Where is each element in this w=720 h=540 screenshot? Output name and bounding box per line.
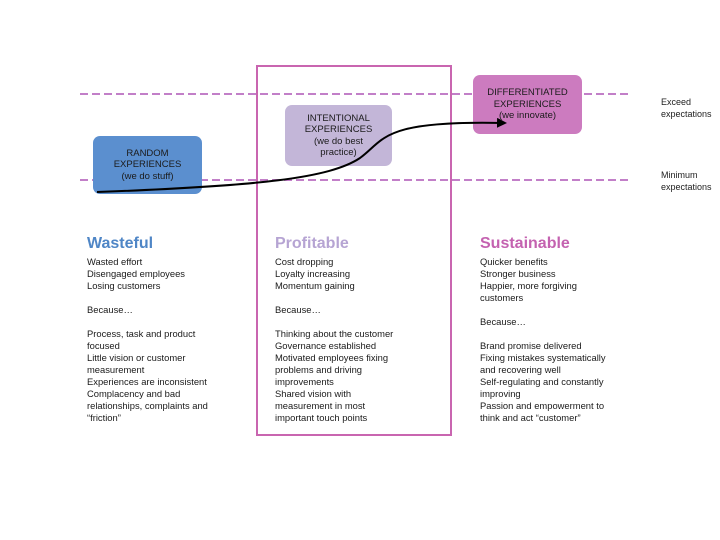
text-line: Shared vision with: [275, 388, 352, 399]
text-line: Loyalty increasing: [275, 268, 351, 279]
text-line: Fixing mistakes systematically: [480, 352, 606, 363]
sustainable-heading: Sustainable: [480, 235, 570, 252]
text-line: Because…: [480, 316, 526, 327]
intentional-experiences-box: INTENTIONAL EXPERIENCES (we do best prac…: [285, 105, 392, 166]
text-line: Quicker benefits: [480, 256, 548, 267]
text-line: Disengaged employees: [87, 268, 185, 279]
blank-line: [87, 316, 237, 328]
text-line: improving: [480, 388, 521, 399]
text-line: Little vision or customer: [87, 352, 186, 363]
text-line: “friction”: [87, 412, 121, 423]
text-line: important touch points: [275, 412, 368, 423]
text-line: and recovering well: [480, 364, 561, 375]
text-line: Complacency and bad: [87, 388, 181, 399]
text-line: relationships, complaints and: [87, 400, 208, 411]
text-line: think and act “customer”: [480, 412, 581, 423]
text-line: customers: [480, 292, 524, 303]
random-experiences-box: RANDOM EXPERIENCES (we do stuff): [93, 136, 202, 194]
progression-arrow: [96, 117, 507, 193]
text-line: focused: [87, 340, 120, 351]
blank-line: [275, 316, 425, 328]
blank-line: [480, 304, 630, 316]
text-line: Cost dropping: [275, 256, 334, 267]
text-line: Experiences are inconsistent: [87, 376, 207, 387]
text-line: measurement: [87, 364, 145, 375]
text-line: problems and driving: [275, 364, 363, 375]
profitable-heading: Profitable: [275, 235, 349, 252]
text-line: Because…: [275, 304, 321, 315]
differentiated-experiences-box: DIFFERENTIATED EXPERIENCES (we innovate): [473, 75, 582, 134]
text-line: Governance established: [275, 340, 377, 351]
text-line: Because…: [87, 304, 133, 315]
blank-line: [275, 292, 425, 304]
text-line: Wasted effort: [87, 256, 143, 267]
text-line: Self-regulating and constantly: [480, 376, 604, 387]
blank-line: [87, 292, 237, 304]
text-line: measurement in most: [275, 400, 366, 411]
exceed-expectations-label: Exceed expectations: [661, 97, 712, 119]
profitable-highlight-frame: [256, 65, 452, 436]
blank-line: [480, 328, 630, 340]
text-line: Happier, more forgiving: [480, 280, 577, 291]
text-line: Brand promise delivered: [480, 340, 582, 351]
wasteful-heading: Wasteful: [87, 235, 154, 252]
text-line: Passion and empowerment to: [480, 400, 605, 411]
minimum-expectations-label: Minimum expectations: [661, 170, 712, 192]
text-line: Thinking about the customer: [275, 328, 394, 339]
text-line: improvements: [275, 376, 334, 387]
text-line: Motivated employees fixing: [275, 352, 389, 363]
text-line: Momentum gaining: [275, 280, 355, 291]
text-line: Stronger business: [480, 268, 556, 279]
text-line: Process, task and product: [87, 328, 196, 339]
text-line: Losing customers: [87, 280, 161, 291]
